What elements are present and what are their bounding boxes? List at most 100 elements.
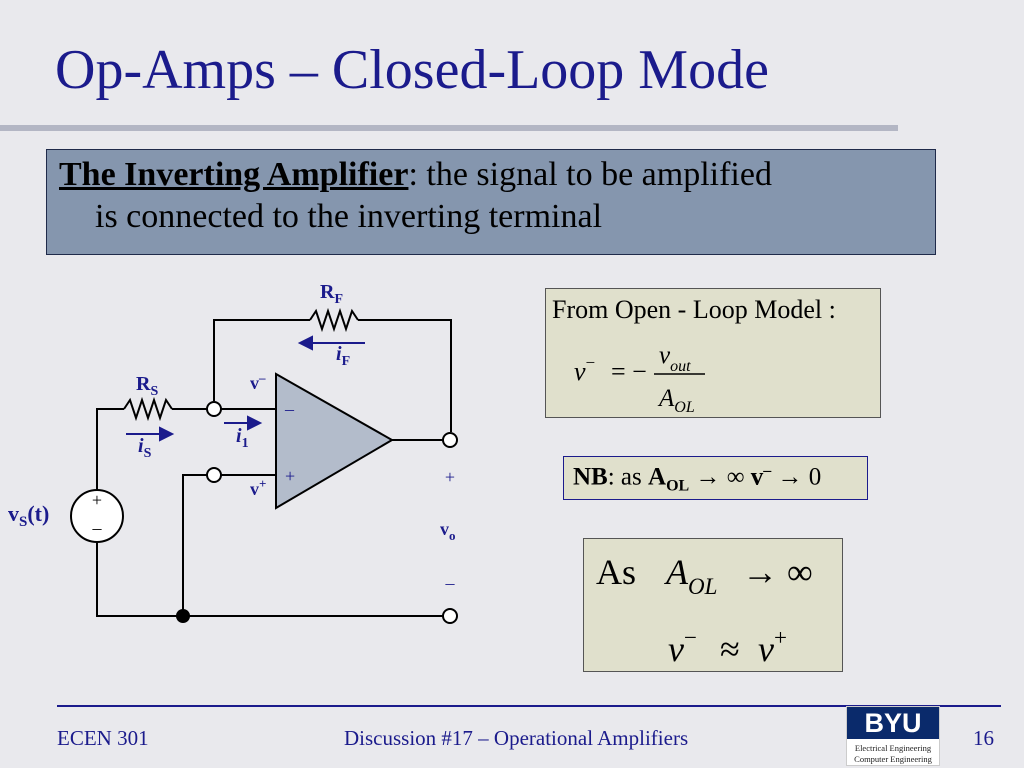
model-equals: = −	[611, 357, 647, 386]
vo-label-sub: o	[449, 528, 456, 543]
as-aol: AOL	[664, 552, 717, 599]
vminus-label-main: v	[250, 373, 259, 393]
inverting-node	[206, 401, 222, 417]
as-aol-sub: OL	[688, 574, 717, 599]
rf-label-main: R	[320, 281, 335, 303]
opamp-minus-sign: –	[284, 399, 295, 419]
nb-aol-sub: OL	[666, 477, 690, 495]
noninverting-node	[206, 467, 222, 483]
is-label: iS	[138, 435, 152, 461]
vo-label: vo	[440, 519, 456, 543]
output-plus-sign: +	[445, 467, 455, 487]
is-label-sub: S	[144, 446, 152, 461]
if-label-sub: F	[342, 354, 351, 369]
i1-label-sub: 1	[242, 436, 249, 451]
rs-label-main: R	[136, 373, 151, 395]
open-loop-model-box: From Open - Loop Model : v− = − vout AOL	[545, 288, 881, 418]
nb-arrow-2: → 0	[771, 463, 822, 491]
is-arrow-head	[159, 426, 175, 442]
rf-label-sub: F	[334, 292, 343, 307]
if-label: iF	[336, 343, 350, 369]
source-plus-sign: +	[92, 490, 102, 510]
model-lhs: v−	[574, 353, 595, 386]
output-terminal	[442, 432, 458, 448]
as-v-plus: v+	[758, 625, 787, 669]
nb-v: v	[750, 463, 764, 491]
footer-divider	[57, 705, 1001, 707]
vo-label-main: v	[440, 519, 449, 539]
ground-junction-dot	[176, 609, 190, 623]
definition-term: The Inverting Amplifier	[59, 156, 409, 193]
if-arrow-head	[297, 335, 313, 351]
as-aol-box: As AOL → ∞ v− ≈ v+	[583, 538, 843, 672]
as-v1-sup: −	[684, 625, 697, 650]
voltage-source	[70, 489, 124, 543]
model-num-main: v	[659, 342, 671, 369]
nb-text-1: : as	[607, 463, 649, 491]
feedback-wire-left	[213, 319, 310, 401]
title-divider	[0, 125, 898, 131]
model-den-sub: OL	[674, 399, 695, 416]
nb-arrow-1: → ∞	[689, 463, 751, 491]
model-denominator: AOL	[657, 385, 695, 416]
slide-title: Op-Amps – Closed-Loop Mode	[55, 39, 769, 101]
source-minus-sign: –	[92, 518, 103, 538]
vs-label: vS(t)	[8, 501, 49, 530]
definition-box: The Inverting Amplifier: the signal to b…	[46, 149, 936, 255]
footer-course: ECEN 301	[57, 726, 149, 750]
if-label-main: i	[336, 343, 342, 365]
footer-title: Discussion #17 – Operational Amplifiers	[344, 726, 689, 750]
logo-wordmark: BYU	[847, 707, 939, 739]
vminus-label: v–	[250, 370, 266, 393]
rf-label: RF	[320, 281, 343, 307]
i1-arrow-head	[247, 415, 263, 431]
model-title: From Open - Loop Model :	[552, 295, 836, 324]
logo-line-1: Electrical Engineering	[854, 743, 932, 753]
as-v2-sup: +	[774, 625, 787, 650]
as-equation: As AOL → ∞ v− ≈ v+	[596, 552, 813, 669]
vplus-label-main: v	[250, 479, 259, 499]
feedback-wire-right	[358, 319, 452, 432]
nb-v-sup: –	[763, 462, 772, 479]
input-resistor-rs	[123, 396, 173, 422]
as-word: As	[596, 552, 636, 592]
vs-label-sub: S	[19, 514, 27, 530]
ground-path-plus	[182, 474, 208, 616]
as-v-minus: v−	[668, 625, 697, 669]
bottom-wire	[96, 540, 443, 617]
as-v2-main: v	[758, 629, 774, 669]
model-lhs-sup: −	[586, 353, 596, 372]
i1-label-main: i	[236, 425, 242, 447]
opamp-plus-sign: +	[285, 466, 295, 486]
nb-box: NB: as AOL → ∞ v– → 0	[563, 456, 868, 500]
vplus-label: v+	[250, 476, 266, 499]
logo-line-2: Computer Engineering	[854, 754, 932, 764]
byu-logo: BYU Electrical Engineering Computer Engi…	[846, 706, 940, 766]
as-arrow: → ∞	[742, 552, 813, 592]
definition-line-2: is connected to the inverting terminal	[95, 198, 603, 235]
feedback-resistor-rf	[309, 307, 359, 333]
nb-label: NB	[573, 463, 608, 491]
nb-aol: A	[648, 463, 667, 491]
definition-text-1: : the signal to be amplified	[408, 156, 772, 193]
vplus-label-sup: +	[259, 476, 266, 491]
as-aol-main: A	[664, 552, 689, 592]
nb-statement: NB: as AOL → ∞ v– → 0	[573, 462, 821, 495]
model-lhs-main: v	[574, 357, 586, 386]
rs-label-sub: S	[150, 384, 158, 399]
model-den-main: A	[657, 385, 675, 412]
i1-label: i1	[236, 425, 249, 451]
model-num-sub: out	[670, 358, 691, 375]
page-number: 16	[973, 726, 994, 750]
rs-label: RS	[136, 373, 158, 399]
vs-label-main: v	[8, 501, 19, 526]
input-wire-top	[96, 408, 124, 493]
opamp-triangle	[275, 372, 394, 510]
definition-line-1: The Inverting Amplifier: the signal to b…	[59, 156, 772, 194]
model-equation: v− = − vout AOL	[574, 342, 705, 416]
ground-terminal	[442, 608, 458, 624]
as-approx: ≈	[720, 629, 740, 669]
as-v1-main: v	[668, 629, 684, 669]
vminus-label-sup: –	[258, 370, 266, 385]
